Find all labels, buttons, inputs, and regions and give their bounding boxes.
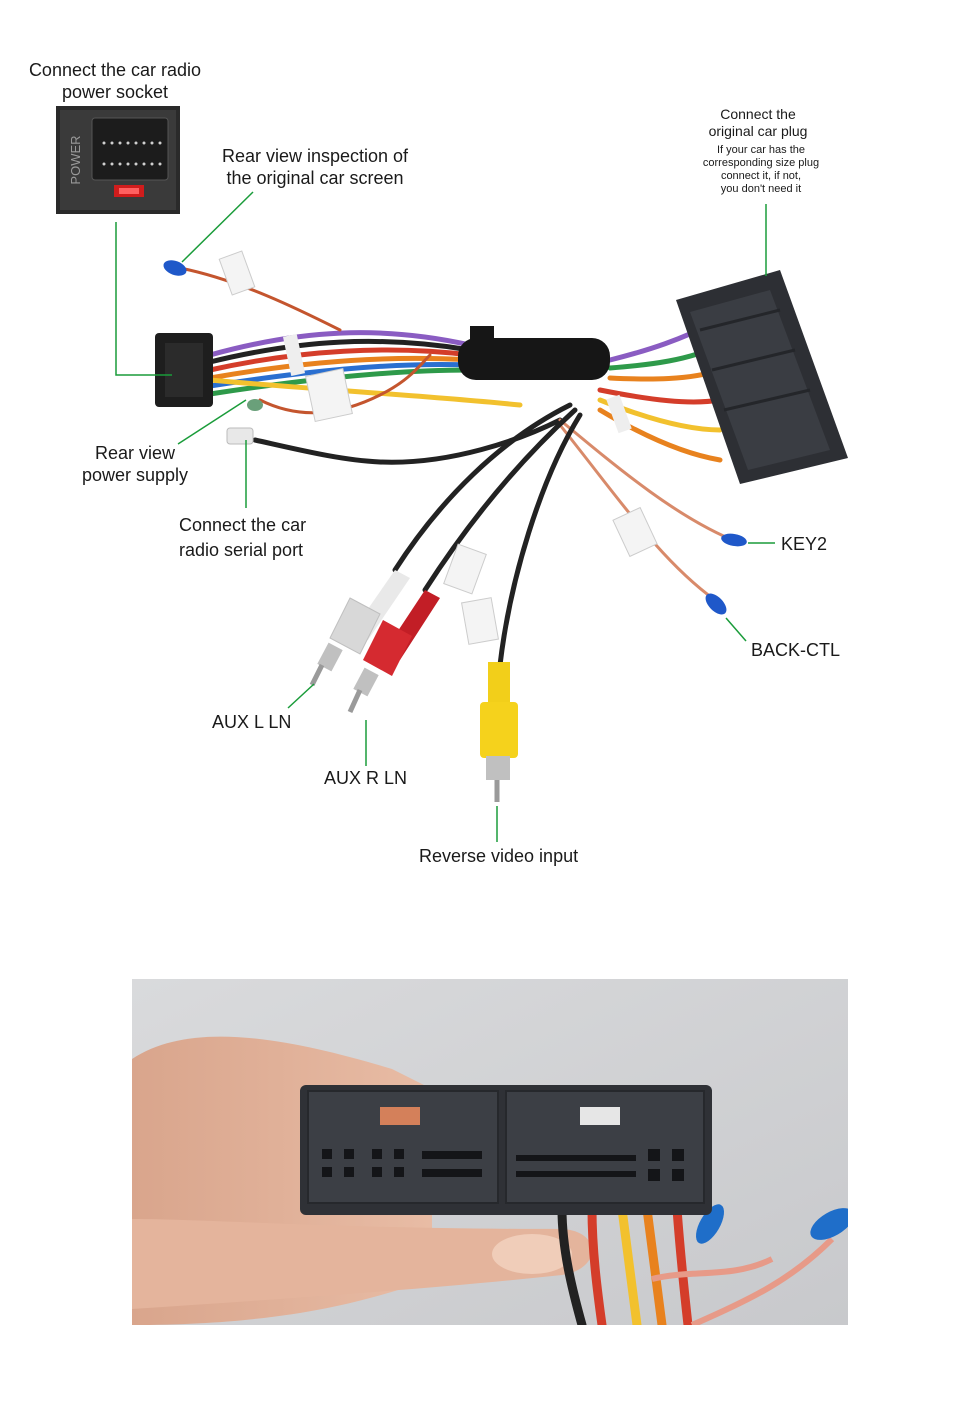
wiring-harness-illustration: POWER xyxy=(56,106,848,842)
socket-power-print: POWER xyxy=(68,135,83,184)
original-car-plug xyxy=(676,270,848,484)
label-power-socket: Connect the car radio power socket xyxy=(28,60,202,102)
label-back-ctl: BACK-CTL xyxy=(751,640,841,660)
rca-yellow-plug xyxy=(480,662,518,802)
ferrite-core xyxy=(458,338,610,380)
rca-white-plug xyxy=(309,570,410,687)
label-aux-l: AUX L LN xyxy=(212,712,292,732)
label-reverse-video: Reverse video input xyxy=(419,846,579,866)
connector-in-hand-photo xyxy=(132,979,848,1325)
power-socket-photo: POWER xyxy=(56,106,180,214)
label-aux-r: AUX R LN xyxy=(324,768,408,788)
label-original-plug-title: Connect the original car plug xyxy=(708,106,808,139)
label-rear-view-inspection: Rear view inspection of the original car… xyxy=(221,146,409,188)
leader-lines xyxy=(115,191,775,842)
label-serial-port: Connect the car radio serial port xyxy=(179,515,307,560)
label-original-plug-note: If your car has the corresponding size p… xyxy=(702,144,820,195)
label-key2: KEY2 xyxy=(781,534,828,554)
label-rear-view-power: Rear view power supply xyxy=(81,443,189,485)
left-connector xyxy=(155,333,213,407)
wire-bundle xyxy=(178,266,742,668)
rca-red-plug xyxy=(347,590,440,714)
